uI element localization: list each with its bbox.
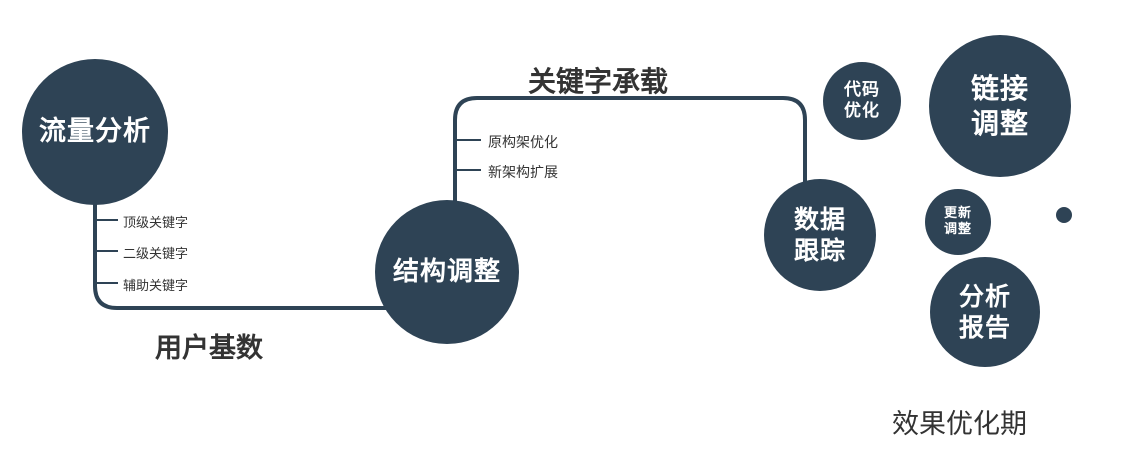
branch-label-arch-optimization: 原构架优化 — [488, 135, 558, 151]
node-label-line1: 分析 — [958, 281, 1011, 311]
branch-label-top-keyword: 顶级关键字 — [123, 216, 189, 231]
node-label-line2: 调整 — [970, 107, 1029, 140]
node-label-line1: 更新 — [943, 205, 972, 221]
node-code-optimization: 代码 优化 — [823, 62, 901, 140]
branch-label-arch-expansion: 新架构扩展 — [488, 165, 558, 181]
node-label: 结构调整 — [392, 256, 501, 287]
decorative-dot — [1056, 207, 1072, 223]
node-label-line2: 报告 — [958, 313, 1011, 342]
node-structure-adjustment: 结构调整 — [375, 200, 519, 344]
node-analysis-report: 分析 报告 — [930, 257, 1040, 367]
node-label-line1: 链接 — [970, 72, 1029, 105]
edge-label-keyword-carry: 关键字承载 — [528, 65, 669, 98]
node-label-line1: 代码 — [844, 79, 880, 100]
node-label-line2: 优化 — [844, 101, 880, 121]
node-update-adjustment: 更新 调整 — [925, 189, 991, 255]
branch-label-aux-keyword: 辅助关键字 — [123, 279, 189, 294]
footer-label-effect-optimization: 效果优化期 — [892, 409, 1027, 440]
edge-traffic-to-structure — [93, 190, 390, 310]
edge-label-user-base: 用户基数 — [155, 333, 263, 364]
node-link-adjustment: 链接 调整 — [929, 35, 1071, 177]
node-traffic-analysis: 流量分析 — [22, 59, 168, 205]
node-label: 流量分析 — [39, 116, 151, 148]
edge-structure-to-data-tracking — [453, 96, 807, 210]
node-label-line1: 数据 — [793, 204, 846, 234]
node-data-tracking: 数据 跟踪 — [764, 179, 876, 291]
node-label-line2: 跟踪 — [793, 236, 846, 265]
branch-label-second-keyword: 二级关键字 — [123, 247, 189, 262]
node-label-line2: 调整 — [943, 222, 972, 237]
